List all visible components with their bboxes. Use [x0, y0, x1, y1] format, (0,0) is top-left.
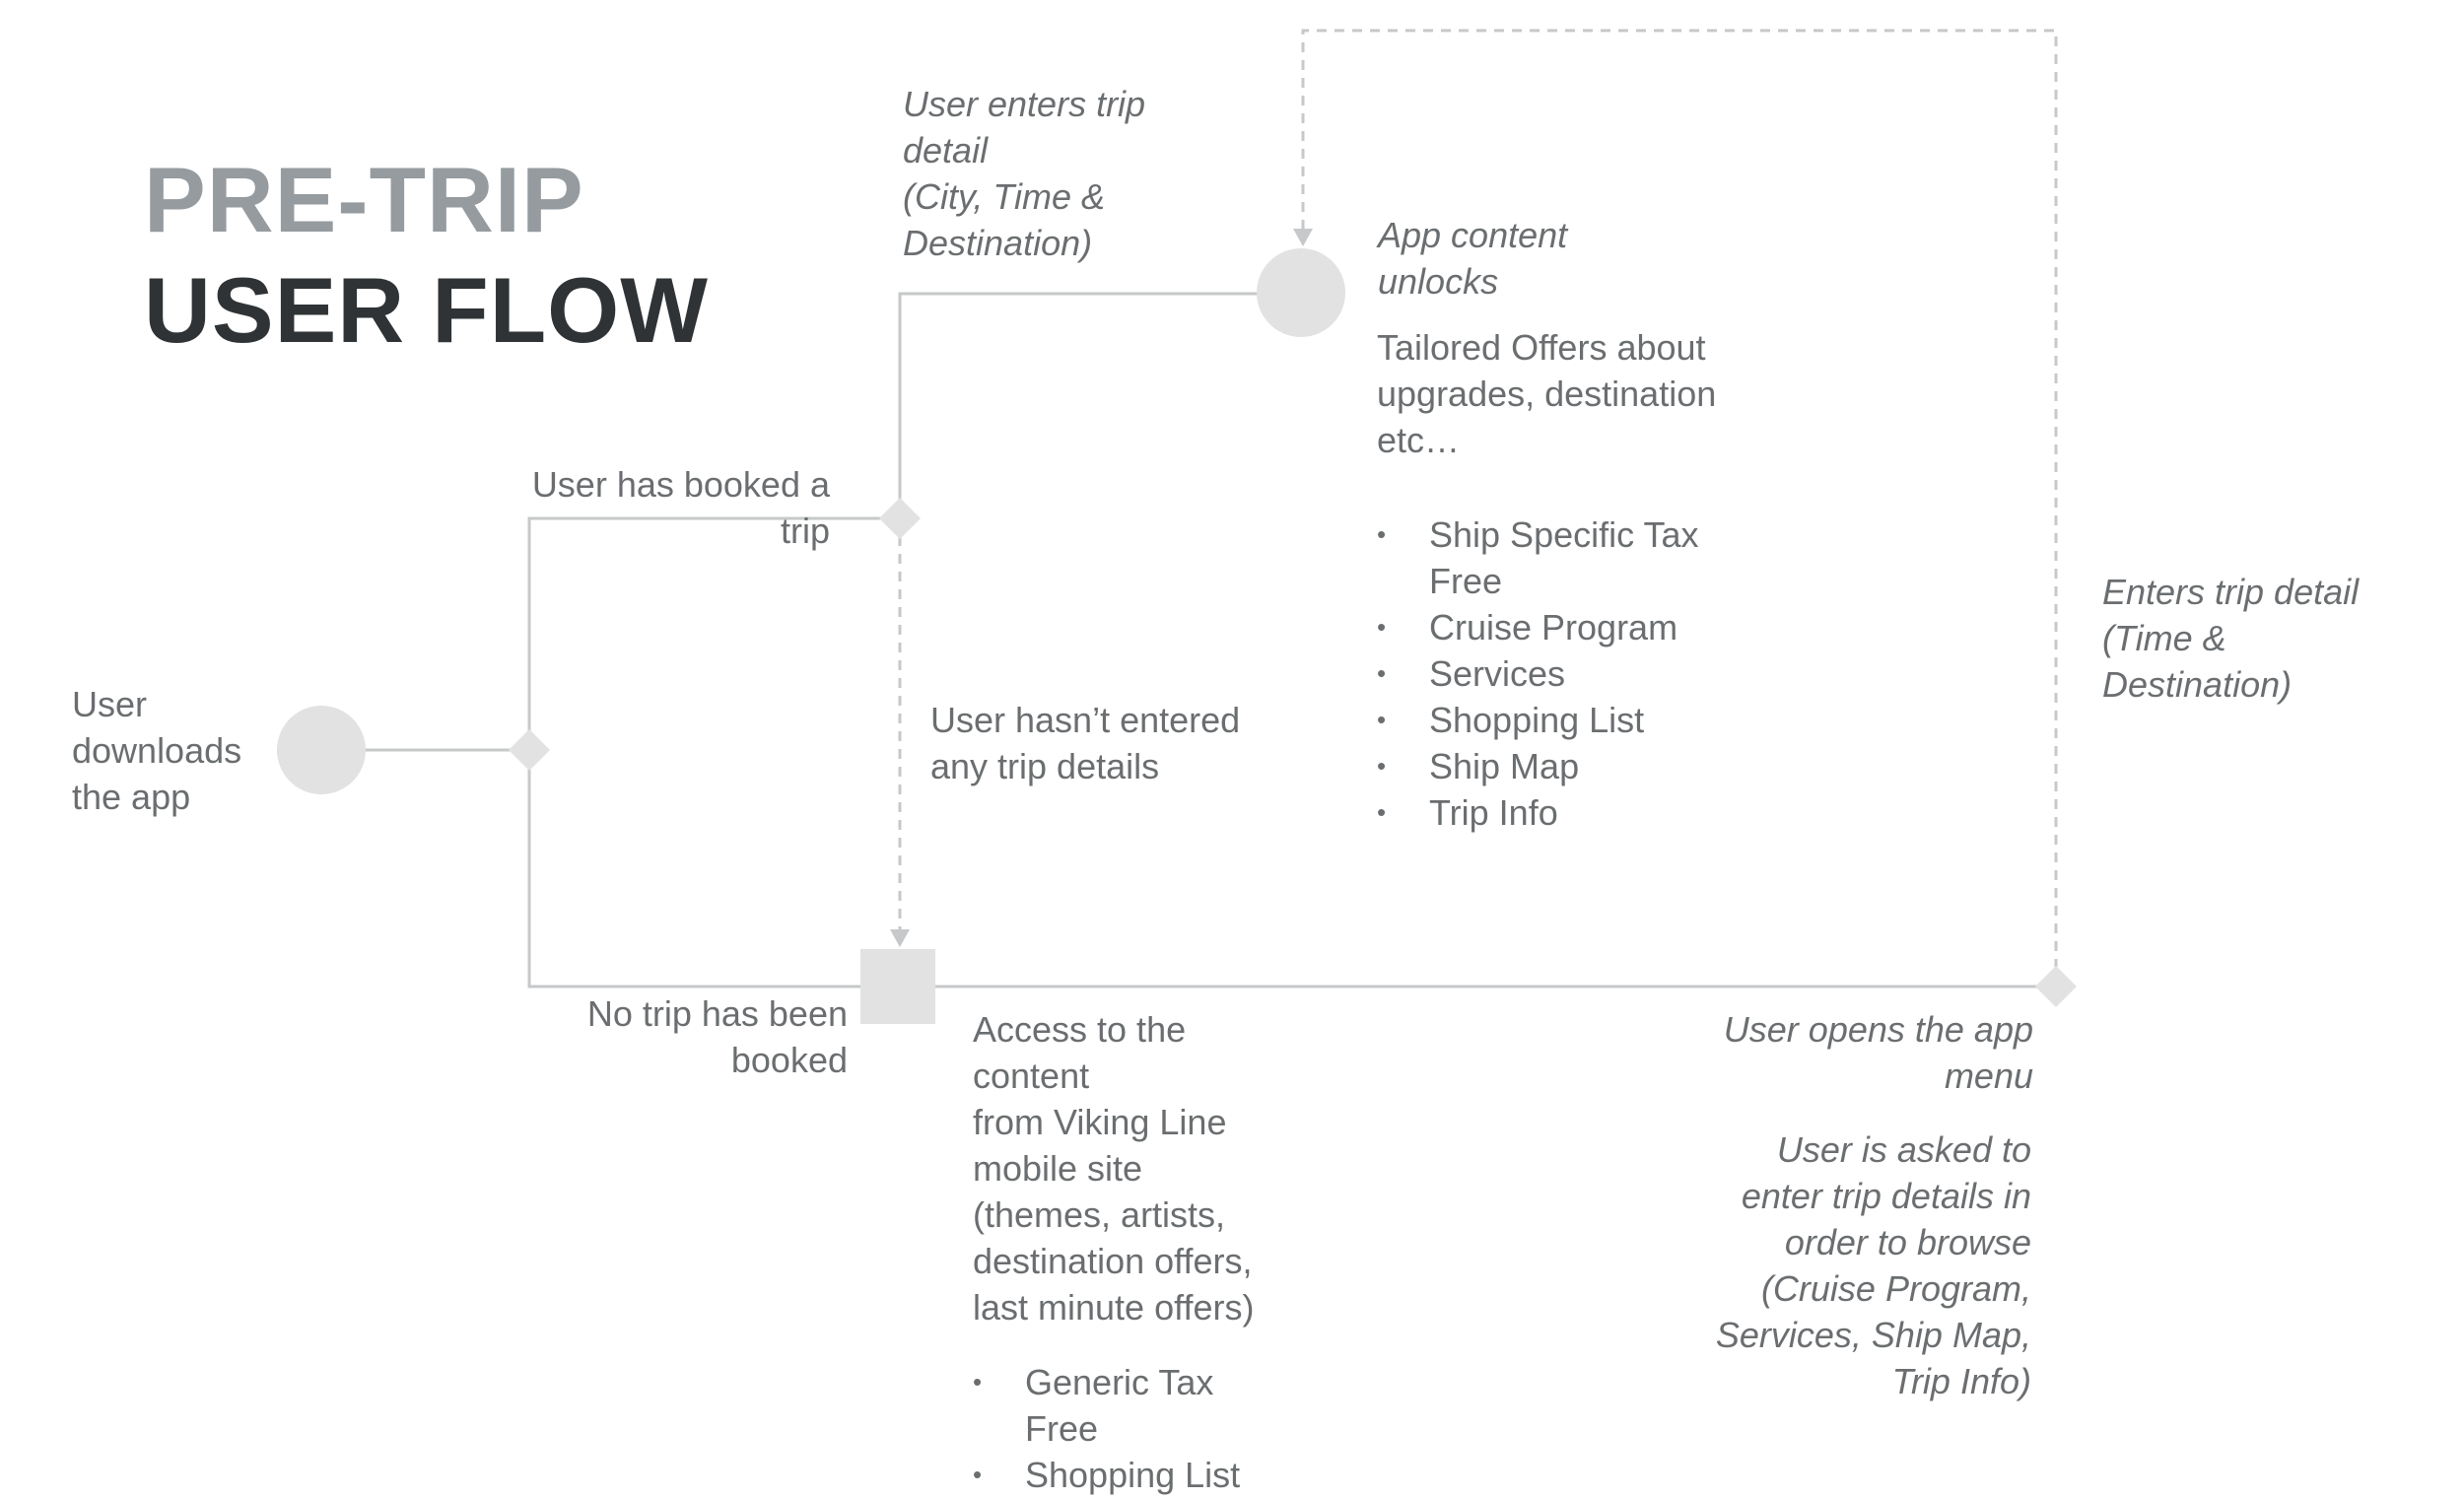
title-user-flow: USER FLOW [144, 258, 709, 362]
list-item: Services [1377, 650, 1791, 697]
list-item: Ship Specific Tax Free [1377, 511, 1791, 604]
decision-diamond-menu [2035, 966, 2077, 1007]
unlock-node-circle [1257, 248, 1345, 337]
list-item: Shopping List [1377, 697, 1791, 743]
connector-split-to-no-trip [527, 750, 860, 988]
dashed-menu-to-unlock [1301, 29, 2058, 987]
arrowhead-down-content [890, 929, 910, 947]
enters-trip-detail-label: User enters trip detail (City, Time & De… [903, 84, 1146, 263]
no-trip-branch-label: No trip has been booked [586, 993, 848, 1080]
connector-lines [365, 292, 2056, 988]
opens-menu-label: User opens the app menu [1723, 1009, 2033, 1096]
list-item: Trip Info [1377, 789, 1791, 836]
dashed-connector-lines [898, 29, 2058, 987]
start-node-label: User downloads the app [72, 684, 242, 817]
asked-to-enter-text: User is asked to enter trip details in o… [1715, 1129, 2031, 1401]
decision-diamond-booked [879, 498, 921, 539]
list-item: Shopping List [973, 1452, 1367, 1498]
start-node-circle [277, 706, 366, 794]
app-unlocks-label: App content unlocks [1378, 215, 1568, 302]
unlocked-features-list: Ship Specific Tax Free Cruise Program Se… [1377, 511, 1791, 836]
connector-booked-to-unlock [898, 292, 1258, 518]
arrowhead-down-unlock [1293, 229, 1313, 246]
list-item: Ship Map [1377, 743, 1791, 789]
enters-trip-detail-right-label: Enters trip detail (Time & Destination) [2102, 572, 2360, 705]
tailored-offers-text: Tailored Offers about upgrades, destinat… [1377, 327, 1717, 460]
access-content-text: Access to the content from Viking Line m… [973, 1009, 1255, 1328]
not-entered-label: User hasn’t entered any trip details [930, 700, 1241, 786]
booked-branch-label: User has booked a trip [531, 464, 830, 551]
decision-diamond-split [509, 729, 550, 771]
list-item: Cruise Program [1377, 604, 1791, 650]
content-node-square [860, 949, 935, 1024]
list-item: Generic Tax Free [973, 1359, 1367, 1452]
title-pre-trip: PRE-TRIP [144, 148, 584, 251]
generic-features-list: Generic Tax Free Shopping List [973, 1359, 1367, 1498]
connector-split-to-booked [527, 516, 900, 750]
